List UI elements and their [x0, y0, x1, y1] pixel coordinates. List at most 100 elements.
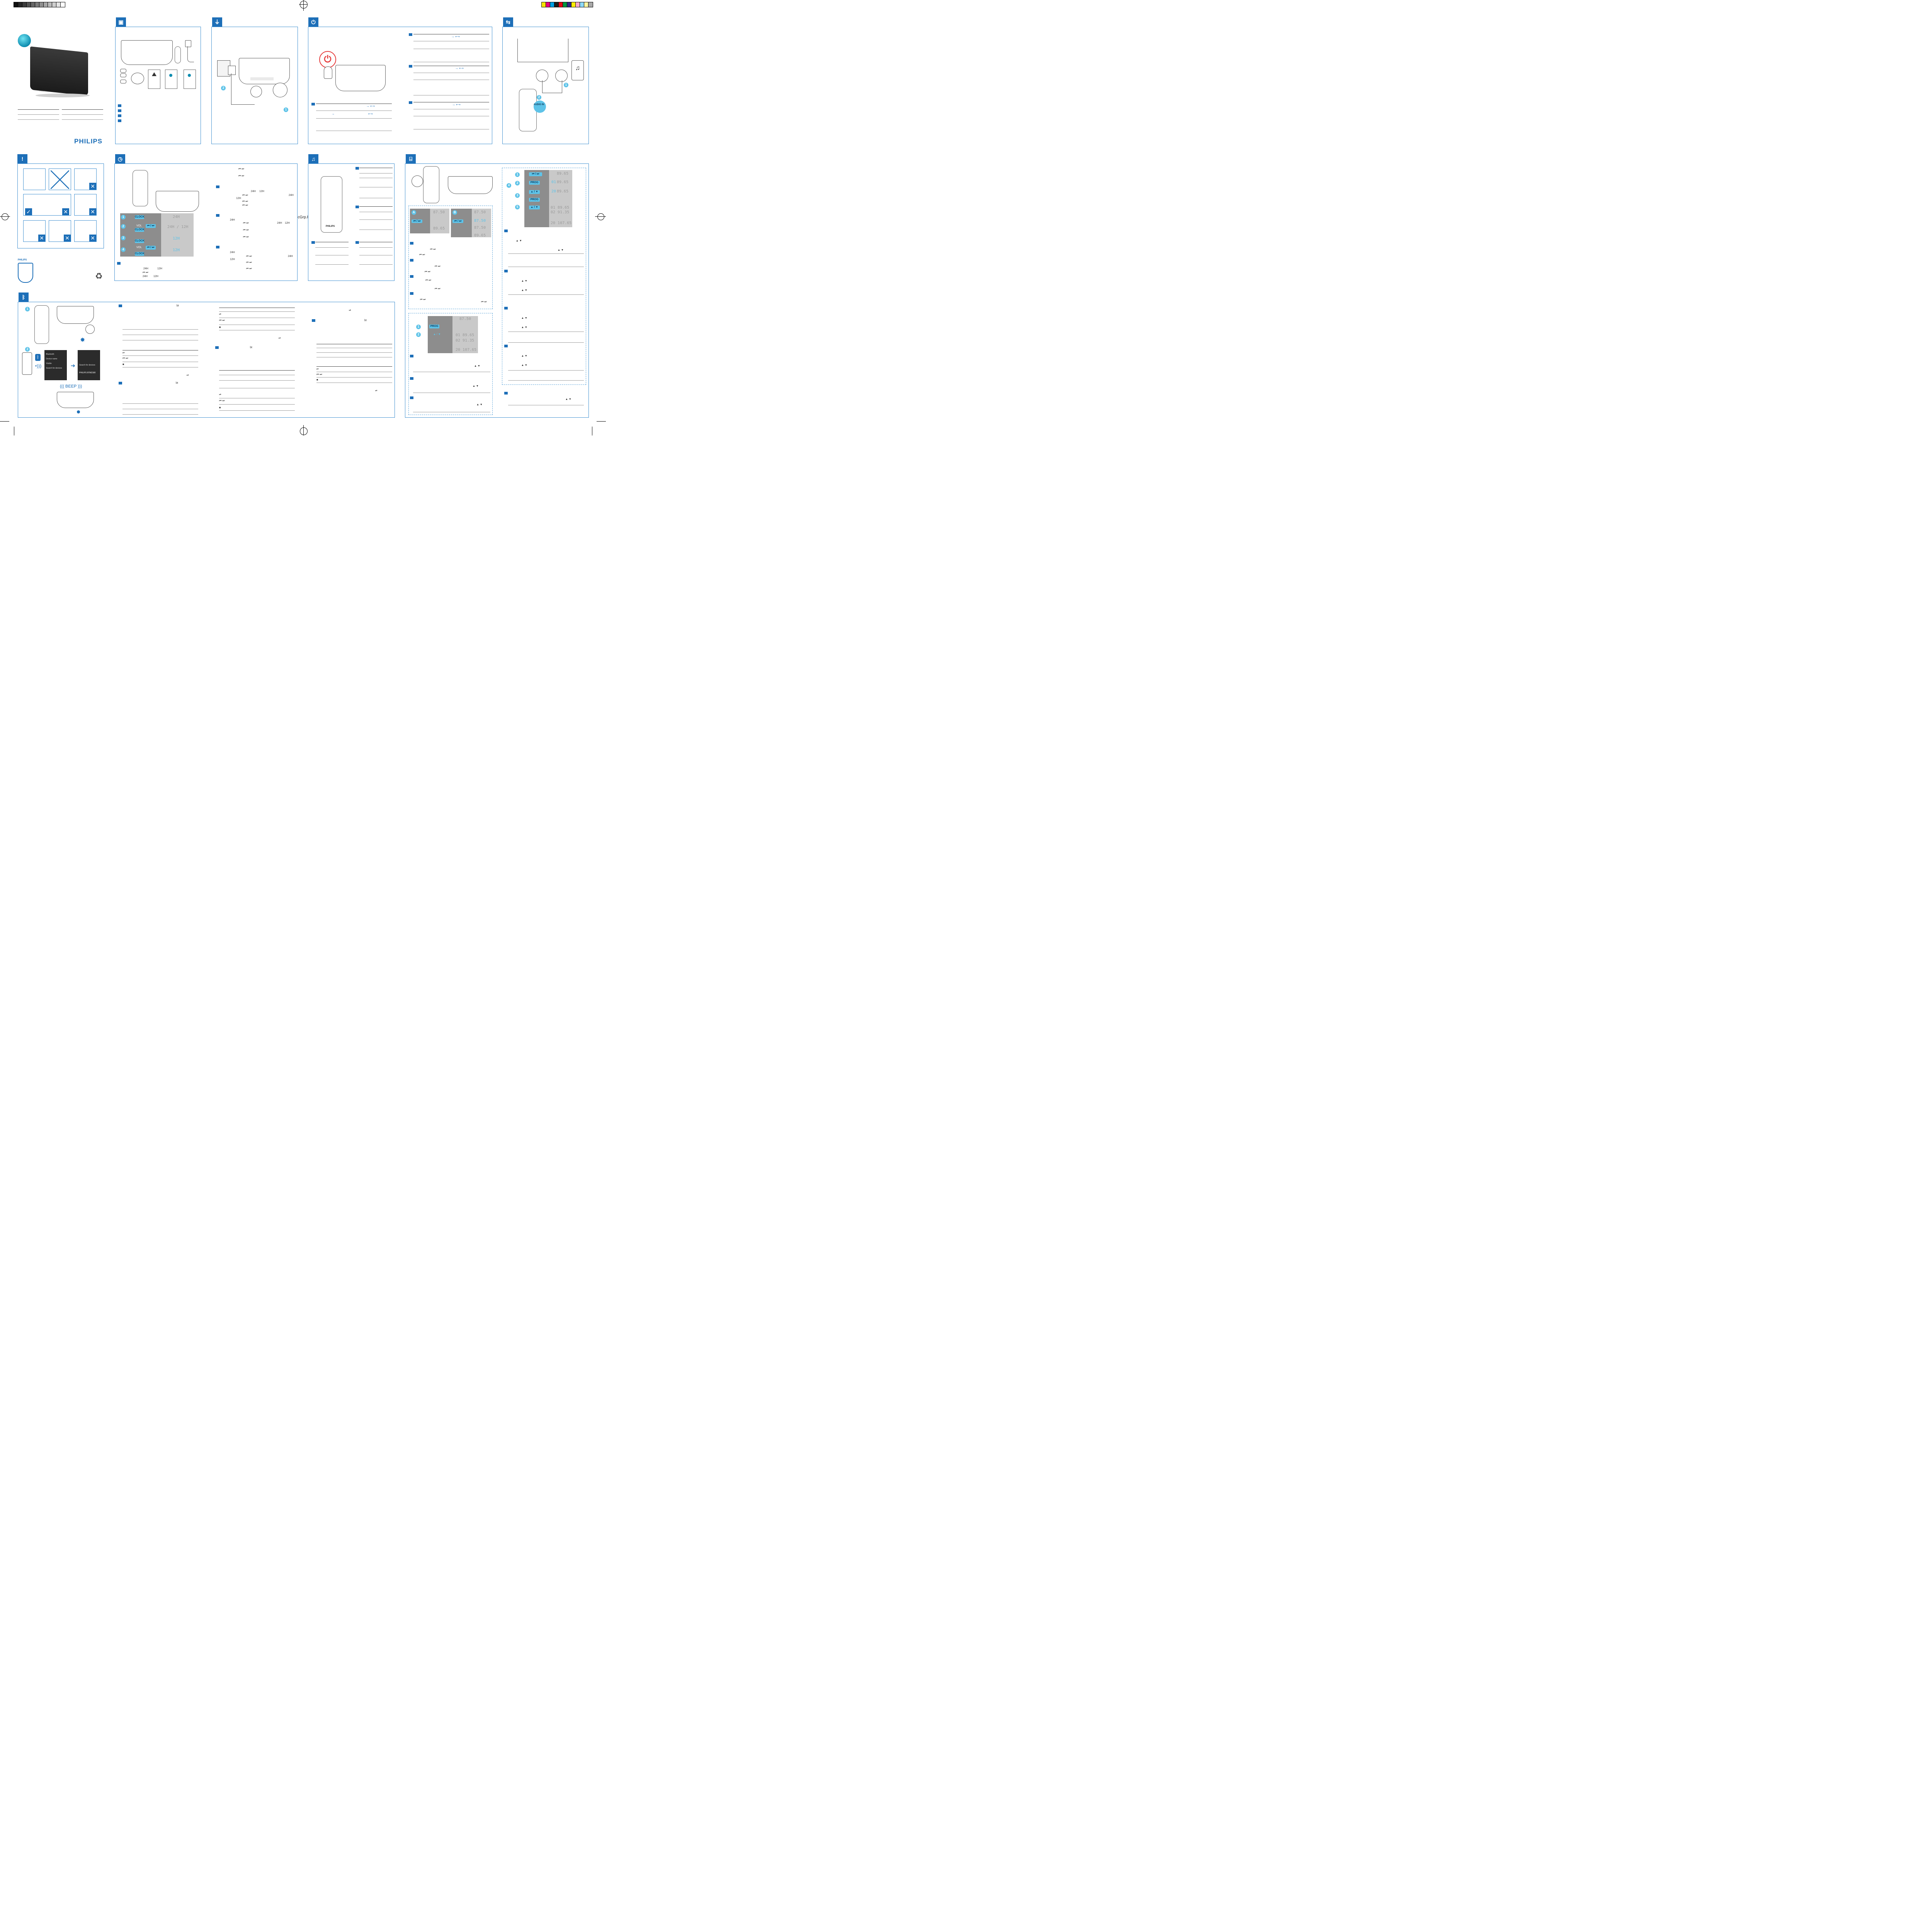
crop-line — [0, 421, 9, 422]
step-badge: 1 — [284, 107, 288, 112]
bluetooth-zoom — [412, 175, 423, 187]
frequency-display: 87.50 — [474, 226, 486, 230]
quick-start-guide — [184, 70, 196, 89]
step-badge: 3 — [515, 193, 520, 198]
arrow-icon: ➔ — [71, 362, 75, 369]
signal-waves-icon: •))) — [35, 363, 42, 369]
color-swatch — [26, 2, 31, 7]
time-display: 12H — [173, 248, 180, 252]
music-player: ♫ — [571, 60, 584, 80]
clock-button: CLOCK — [135, 239, 145, 243]
beep-label: ((( BEEP ))) — [60, 384, 82, 389]
color-swatch — [571, 2, 576, 7]
color-swatch — [18, 2, 23, 7]
registration-mark-left — [2, 213, 9, 220]
clock-panel: 1 2 3 4 CLOCK CLOCK CLOCK CLOCK ⏮ / ⏭ ⏮ … — [114, 163, 298, 281]
watermark: McGrp.Ru — [294, 215, 312, 219]
recycle-icon: ♻ — [95, 271, 103, 281]
power-on-panel: ⏻ → ⟷ → ⟷ → ⟷ → ⟷ → ⟷ — [308, 27, 492, 144]
zoom-circle-right — [273, 83, 287, 97]
box-icon: ▣ — [116, 17, 126, 27]
color-swatch — [56, 2, 61, 7]
color-swatch — [554, 2, 559, 7]
color-swatch — [52, 2, 57, 7]
step-badge: 1 — [515, 172, 520, 177]
label-b: B — [452, 210, 457, 215]
skip-button: ⏮ / ⏭ — [146, 246, 156, 250]
menu-item: Search for devices — [79, 364, 95, 366]
skip-button: ⏮ / ⏭ — [412, 219, 422, 223]
antenna-connectors — [120, 69, 132, 84]
prog-button: PROG — [429, 325, 439, 328]
brand-logo: PHILIPS — [74, 138, 103, 145]
finger-icon — [324, 66, 332, 79]
audio-in-label: AUDIO IN — [534, 104, 544, 106]
color-swatch — [14, 2, 19, 7]
crop-line — [597, 421, 606, 422]
step-badge: 1 — [121, 215, 126, 219]
time-display: 12H — [173, 236, 180, 241]
step-badge: 4 — [121, 247, 126, 252]
bluetooth-symbol: ᛒ — [35, 354, 41, 361]
radio-icon: ⌸ — [406, 154, 416, 163]
crop-line — [303, 425, 304, 435]
audio-in-button-zoom — [534, 100, 546, 113]
safety-panel: ✕ ✓✕ ✕ ✕ ✕ ✕ — [17, 163, 104, 248]
step-badge: 4 — [507, 183, 511, 188]
step-badge: 2 — [221, 86, 226, 90]
color-swatch — [580, 2, 585, 7]
music-note-icon: ♫ — [308, 154, 318, 163]
vol-label: VOL — [136, 246, 142, 249]
plug-icon: ⏚ — [212, 17, 222, 27]
color-swatch — [546, 2, 551, 7]
step-badge: 2 — [25, 347, 30, 352]
led-flash-icon: ✸ — [80, 337, 85, 344]
philips-shield: PHILIPS — [18, 259, 33, 283]
phone-device-screen: Search for devices PHILIPS BTM2180 — [78, 350, 100, 380]
registration-mark-right — [597, 213, 604, 220]
bluetooth-panel: 1 ✸ 2 ᛒ •))) Bluetooth Device name Visib… — [18, 302, 395, 418]
skip-button: ⏮ / ⏭ — [146, 224, 156, 228]
frequency-display: 87.50 — [474, 210, 486, 214]
zoom-circle — [536, 70, 548, 82]
color-bar-right — [541, 2, 593, 7]
step-badge: 2 — [515, 181, 520, 185]
crop-line — [303, 0, 304, 11]
product-logo: PHILIPS — [39, 90, 46, 92]
color-swatch — [35, 2, 40, 7]
clock-button: CLOCK — [135, 215, 145, 219]
remote-brand: PHILIPS — [326, 225, 335, 228]
color-swatch — [48, 2, 53, 7]
device-name[interactable]: PHILIPS BTM2180 — [79, 372, 96, 374]
radio-panel: A ⏮ / ⏭ 87.50 89.65 B ⏮ / ⏭ 87.50 87.50 … — [405, 163, 589, 418]
power-connect-panel: 2 1 — [211, 27, 298, 144]
headphone-jack-circle — [555, 70, 568, 82]
music-panel: PHILIPS — [308, 163, 395, 281]
step-badge: 2 — [537, 95, 541, 100]
time-format-display: 24H / 12H — [167, 225, 189, 229]
menu-item: Bluetooth — [46, 353, 54, 355]
zoom-circle-left — [250, 86, 262, 97]
step-badge: 1 — [25, 307, 30, 311]
step-badge: 5 — [515, 205, 520, 209]
color-swatch — [567, 2, 572, 7]
phone — [22, 352, 32, 375]
step-badge: 2 — [121, 224, 126, 229]
big-power-button: ⏻ — [319, 51, 336, 68]
frequency-display: 87.50 — [474, 219, 486, 223]
color-swatch — [563, 2, 568, 7]
user-manual — [165, 70, 177, 89]
crop-line — [0, 216, 10, 217]
color-swatch — [541, 2, 546, 7]
color-swatch — [39, 2, 44, 7]
warning-icon: ! — [17, 154, 27, 163]
crop-line — [595, 216, 606, 217]
step-badge: 3 — [121, 236, 126, 240]
menu-item: Visible — [46, 362, 52, 365]
prog-button: PROG — [529, 198, 540, 202]
audio-in-panel: ♫ AUDIO IN 1 2 — [502, 27, 589, 144]
registration-mark-bottom — [300, 427, 308, 435]
color-swatch — [575, 2, 580, 7]
color-swatch — [60, 2, 65, 7]
menu-item: Device name — [46, 358, 58, 360]
